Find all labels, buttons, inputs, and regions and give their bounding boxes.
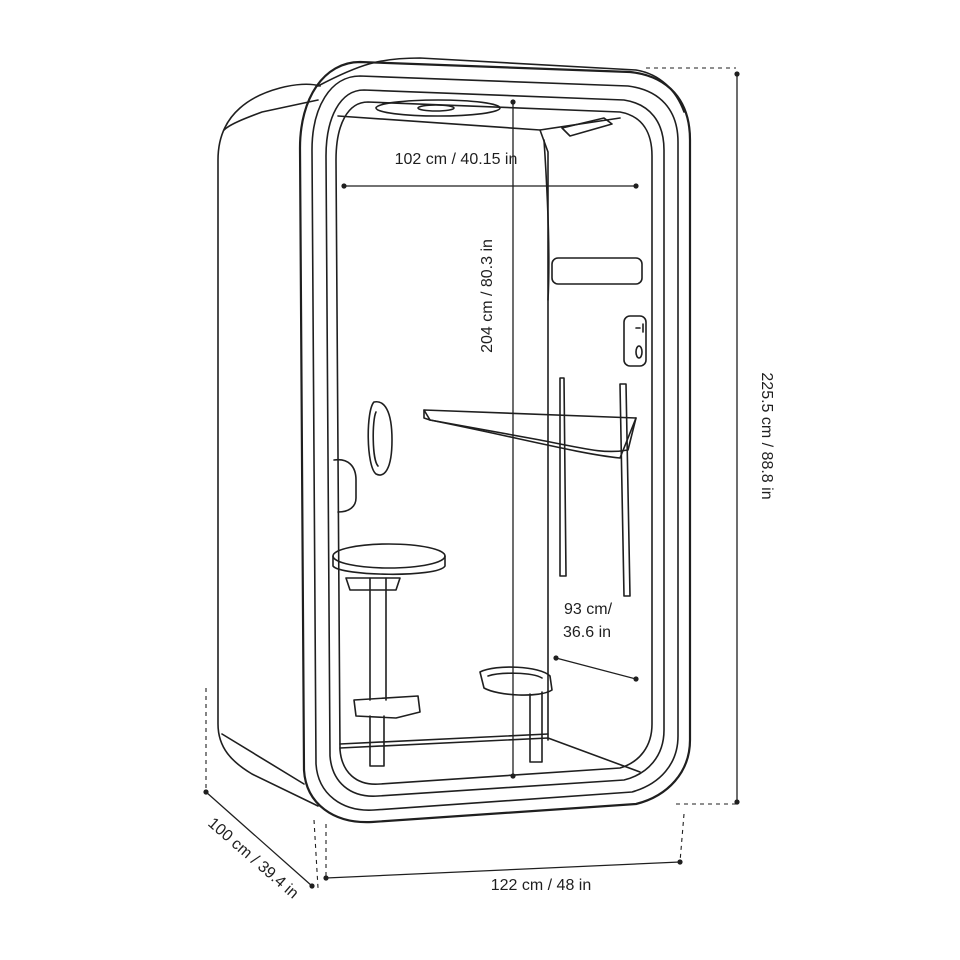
- dim-dot: [553, 655, 559, 661]
- booth-front-frame-inner: [325, 89, 665, 797]
- wall-lamp: [367, 401, 393, 476]
- stool-bracket: [345, 577, 401, 591]
- dim-ext-depth-right: [313, 819, 319, 889]
- dim-dot: [309, 883, 315, 889]
- booth-front-frame-outer: [298, 60, 692, 824]
- control-knob: [635, 345, 643, 359]
- dim-line-outer-width: [325, 861, 681, 879]
- desk-top: [423, 409, 637, 453]
- dim-dot: [203, 789, 209, 795]
- wall-shelf-panel: [551, 257, 643, 285]
- dim-dot: [734, 799, 740, 805]
- dim-dot: [633, 676, 639, 682]
- ceiling-vent: [561, 117, 613, 137]
- dim-dot: [341, 183, 347, 189]
- label-outer-width: 122 cm / 48 in: [491, 877, 592, 894]
- booth-inner-opening: [335, 101, 653, 785]
- label-desk-line1: 93 cm/: [564, 601, 613, 618]
- booth-front-frame-middle: [311, 75, 679, 811]
- dim-dot: [677, 859, 683, 865]
- dim-dot: [323, 875, 329, 881]
- dim-dot: [510, 99, 516, 105]
- label-depth: 100 cm / 39.4 in: [204, 815, 301, 903]
- stool-post: [369, 577, 387, 701]
- footrest-leg: [529, 691, 543, 763]
- ceiling-light-center: [417, 104, 455, 112]
- wall-pad: [333, 458, 357, 513]
- ceiling-light: [375, 99, 501, 117]
- control-panel: [623, 315, 647, 367]
- dim-dot: [734, 71, 740, 77]
- control-switch: [635, 323, 644, 333]
- booth-left-shell: [217, 83, 321, 807]
- label-inner-width: 102 cm / 40.15 in: [395, 151, 518, 168]
- booth-left-shell-inner-edge: [223, 99, 319, 131]
- desk-top-front: [423, 409, 431, 421]
- interior-floor-edge: [339, 737, 641, 773]
- stool-base: [353, 695, 421, 719]
- label-desk-line2: 36.6 in: [563, 624, 611, 641]
- dim-dot: [633, 183, 639, 189]
- stool-leg: [369, 715, 385, 767]
- stool-seat-side: [332, 555, 446, 576]
- wall-lamp-inner: [372, 411, 379, 467]
- booth-top-back-edge: [317, 57, 685, 113]
- stool-seat: [332, 543, 446, 569]
- desk-top-under: [429, 417, 637, 459]
- label-outer-height: 225.5 cm / 88.8 in: [758, 372, 775, 499]
- dim-dot: [510, 773, 516, 779]
- footrest-tray-inner: [487, 672, 543, 679]
- booth-left-shell-bottom-edge: [221, 733, 305, 785]
- desk-rail-right: [619, 383, 631, 597]
- dim-line-desk: [555, 657, 637, 680]
- desk-rail-left: [559, 377, 567, 577]
- footrest-tray: [479, 666, 553, 696]
- dim-ext-width-right: [679, 813, 685, 863]
- label-inner-height: 204 cm / 80.3 in: [479, 239, 496, 353]
- dim-line-depth: [205, 791, 313, 887]
- interior-back-wall-edge: [543, 139, 550, 301]
